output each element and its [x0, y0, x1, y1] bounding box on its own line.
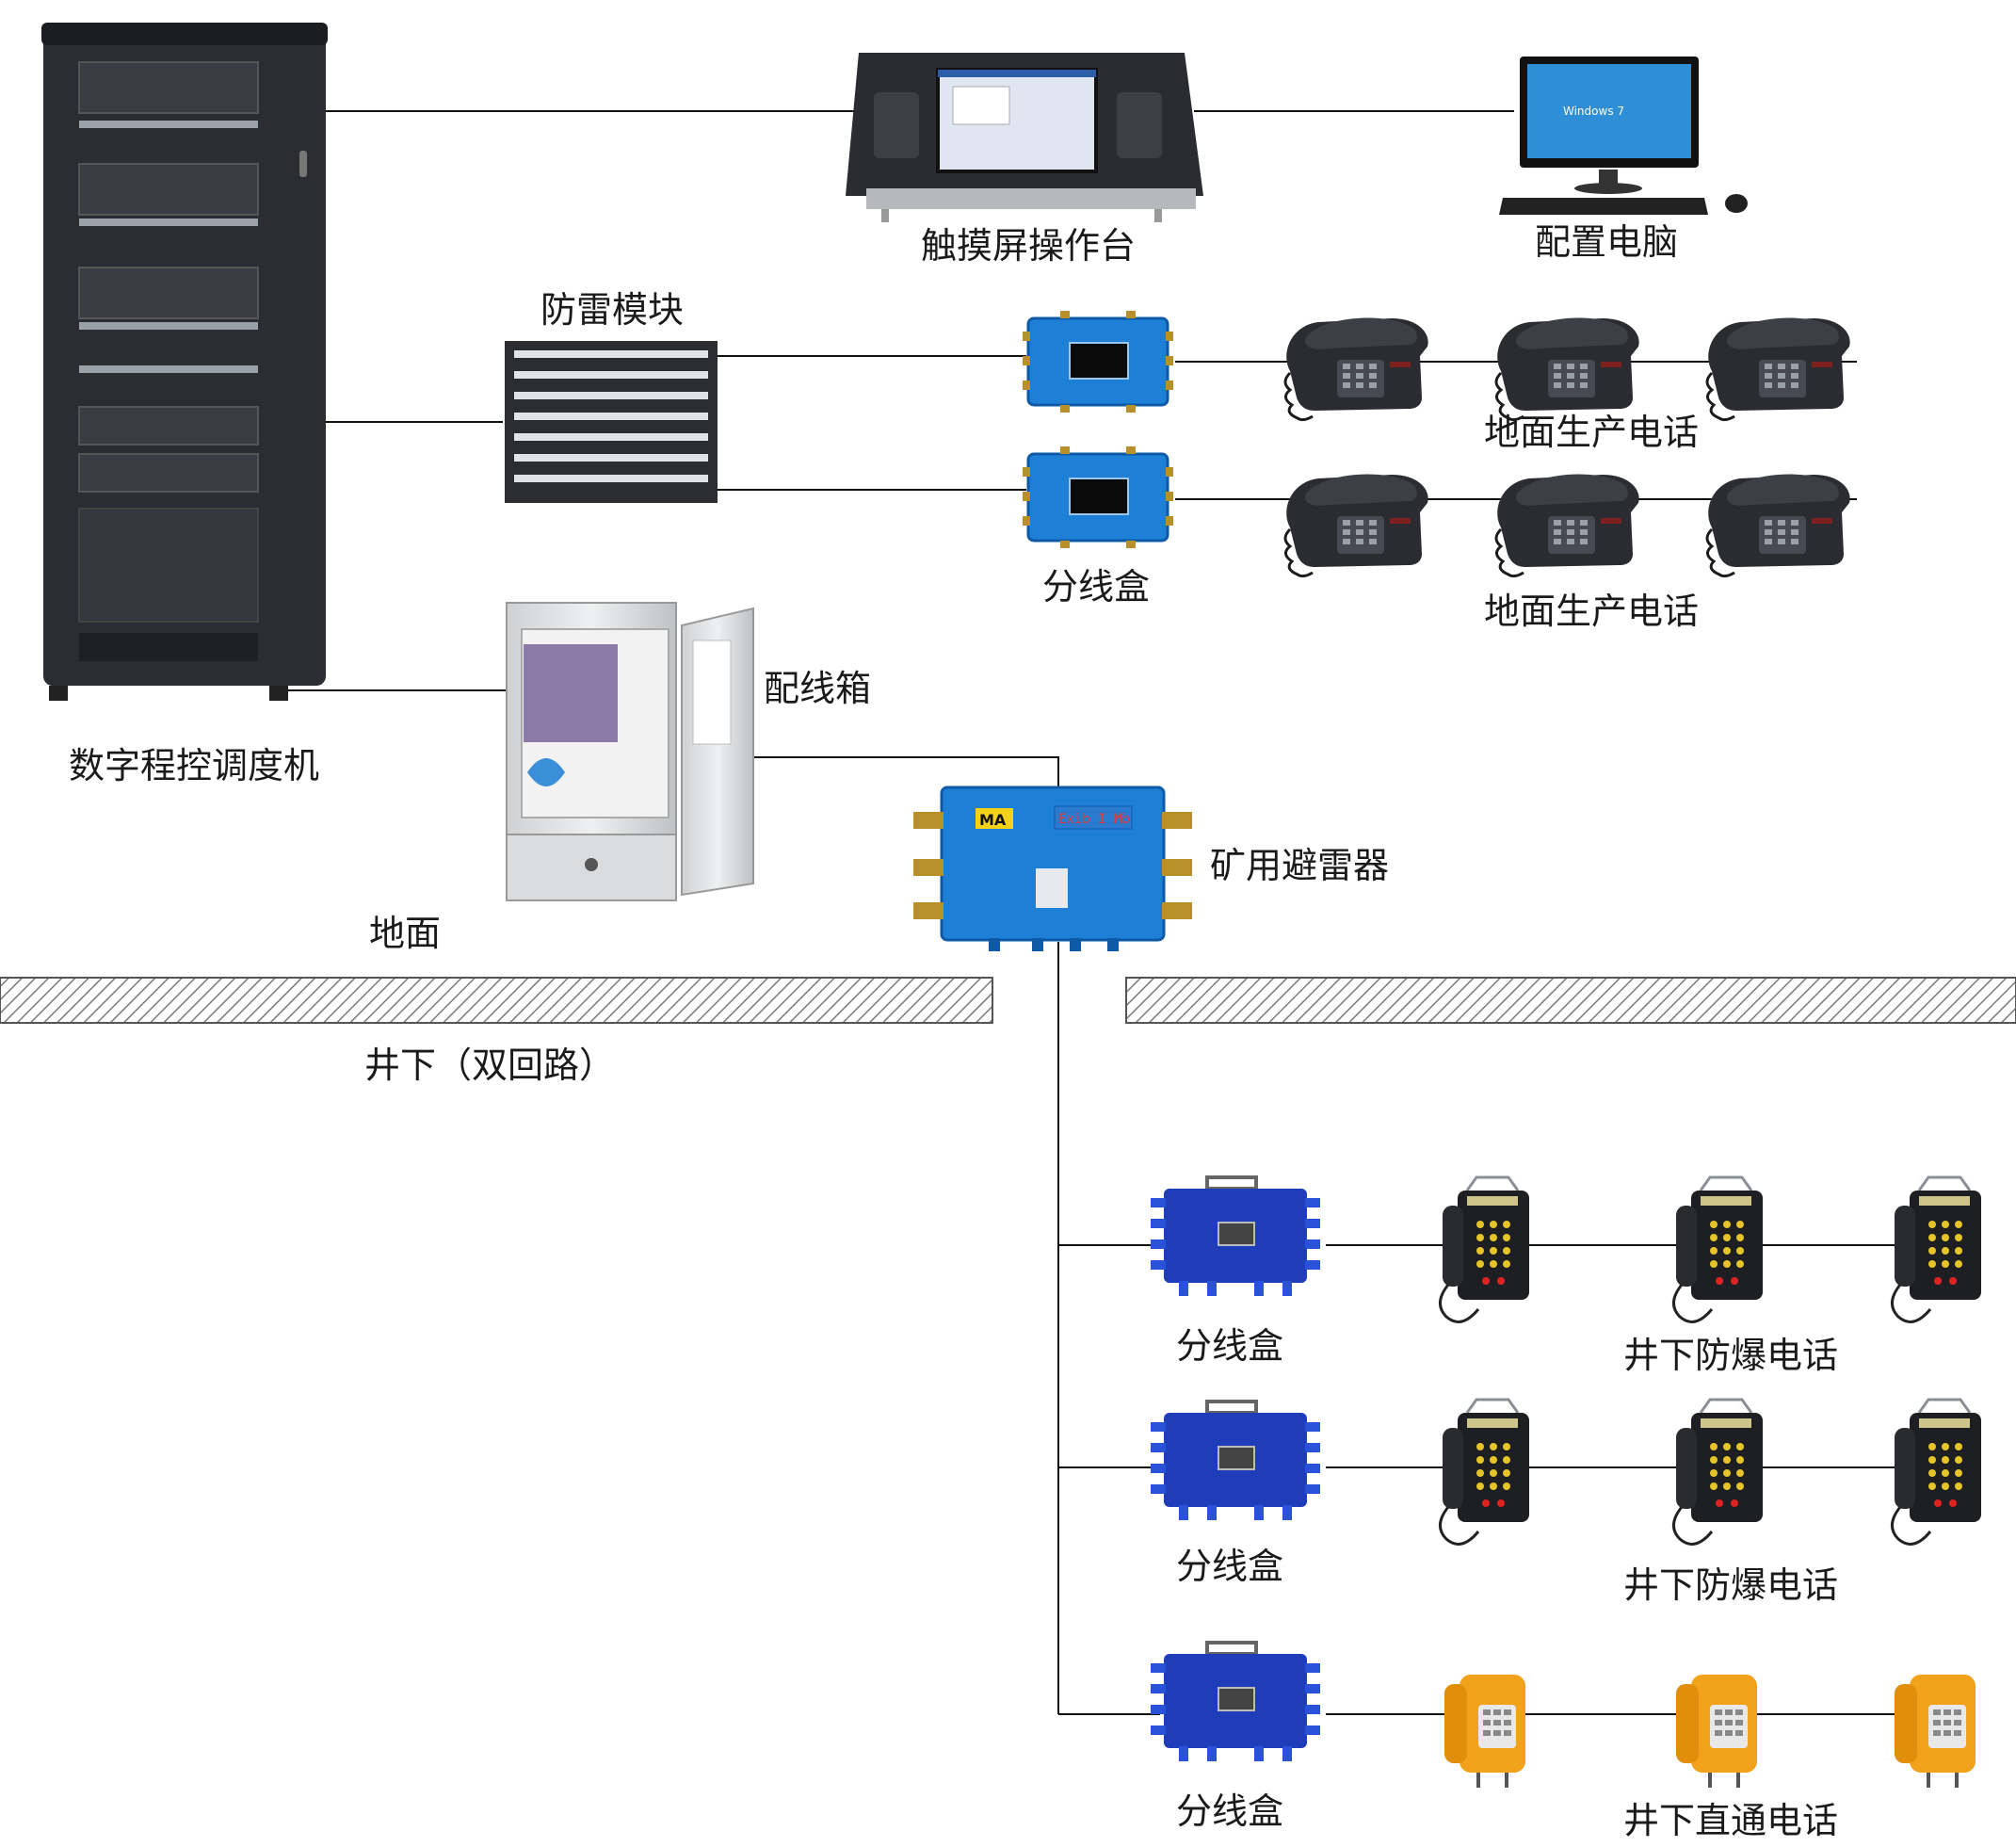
surface-phone-a2: [1494, 316, 1641, 422]
ground-boundary-right: [1125, 977, 2016, 1024]
ex-phone-1a: [1438, 1175, 1531, 1323]
label-wiring-cabinet: 配线箱: [764, 668, 871, 709]
ex-mark-text: Exib I Mb: [1058, 812, 1130, 827]
ground-boundary-left: [0, 977, 993, 1024]
line-cabinet-to-arrester: [751, 756, 1059, 787]
label-underground: 井下（双回路）: [364, 1045, 615, 1086]
label-splitter-2: 分线盒: [1176, 1546, 1283, 1587]
label-splitter-3: 分线盒: [1176, 1790, 1283, 1832]
underground-splitter-2: [1149, 1400, 1322, 1522]
ex-phone-2a: [1438, 1398, 1531, 1546]
ex-phone-2c: [1890, 1398, 1983, 1546]
label-ex-phones-2: 井下防爆电话: [1623, 1564, 1838, 1606]
ex-phone-2b: [1671, 1398, 1765, 1546]
direct-phone-c: [1893, 1673, 1977, 1790]
direct-phone-b: [1674, 1673, 1759, 1790]
underground-splitter-1: [1149, 1175, 1322, 1298]
label-touch-console: 触摸屏操作台: [921, 225, 1136, 267]
touch-screen-console: [846, 53, 1203, 222]
label-surface: 地面: [369, 913, 441, 954]
ex-phone-1b: [1671, 1175, 1765, 1323]
surface-phone-a3: [1705, 316, 1852, 422]
surface-splitter-a: [1021, 309, 1175, 414]
label-splitter-1: 分线盒: [1176, 1325, 1283, 1367]
underground-splitter-3: [1149, 1641, 1322, 1763]
labels: 数字程控调度机 触摸屏操作台 配置电脑 防雷模块 地面生产电话 分线盒 地面生产…: [69, 221, 1838, 1841]
label-dispatcher: 数字程控调度机: [69, 745, 319, 786]
label-mine-arrester: 矿用避雷器: [1210, 845, 1389, 886]
lightning-module: [505, 341, 718, 503]
label-ground-phones-2: 地面生产电话: [1484, 591, 1699, 632]
surface-phone-b1: [1283, 473, 1430, 578]
surface-splitter-b: [1021, 445, 1175, 550]
surface-phone-b2: [1494, 473, 1641, 578]
dispatcher-rack: [41, 23, 328, 701]
surface-phone-a1: [1283, 316, 1430, 422]
windows-logo-text: Windows 7: [1563, 105, 1624, 118]
config-computer: Windows 7: [1499, 57, 1748, 215]
ex-phone-1c: [1890, 1175, 1983, 1323]
label-splitter-top: 分线盒: [1042, 566, 1150, 608]
label-ex-phones-1: 井下防爆电话: [1623, 1335, 1838, 1376]
mine-lightning-arrester: MA Exib I Mb: [913, 786, 1192, 951]
surface-phone-b3: [1705, 473, 1852, 578]
label-direct-phones: 井下直通电话: [1623, 1800, 1838, 1841]
ma-mark-text: MA: [979, 811, 1007, 829]
label-lightning-module: 防雷模块: [540, 289, 684, 331]
wiring-cabinet: [506, 602, 754, 901]
label-config-pc: 配置电脑: [1535, 221, 1678, 263]
direct-phone-a: [1443, 1673, 1527, 1790]
label-ground-phones-1: 地面生产电话: [1484, 412, 1699, 453]
